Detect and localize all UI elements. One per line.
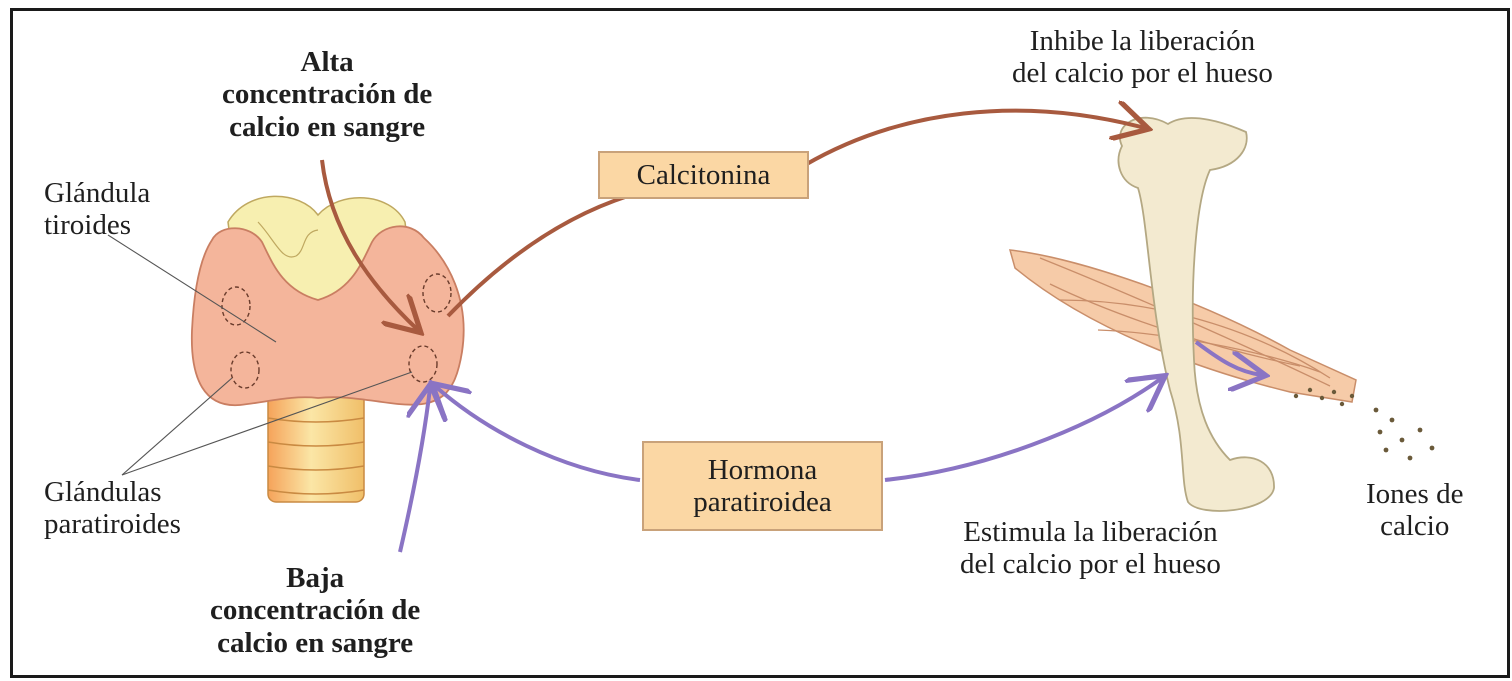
calcitonin-to-bone-arrow [803,111,1145,167]
pth-to-gland-arrow [435,386,641,482]
high-calcium-arrow [320,159,418,330]
calcitonin-to-box-arrow [446,194,629,318]
calcium-ion-dots [1293,387,1435,461]
parathyroid-glands-label: Glándulas paratiroides [44,476,181,541]
bone-release-arrow [1194,340,1262,375]
leader-lines [107,234,413,476]
bone-illustration [1008,116,1435,512]
stimulate-label: Estimula la liberación del calcio por el… [960,516,1221,581]
thyroid-gland-label: Glándula tiroides [44,177,151,242]
pth-arrows [398,340,1262,553]
pth-to-bone-arrow [884,378,1162,482]
parathyroid-hormone-box: Hormona paratiroidea [642,441,883,531]
high-calcium-label: Alta concentración de calcio en sangre [222,46,433,143]
low-calcium-arrow [398,388,430,553]
thyroid-gland [190,195,465,406]
calcitonin-arrows [320,111,1145,330]
calcium-ions-label: Iones de calcio [1366,478,1464,543]
trachea [267,391,365,503]
low-calcium-label: Baja concentración de calcio en sangre [210,562,421,659]
inhibit-label: Inhibe la liberación del calcio por el h… [1012,25,1273,90]
calcitonin-box: Calcitonina [598,151,809,199]
